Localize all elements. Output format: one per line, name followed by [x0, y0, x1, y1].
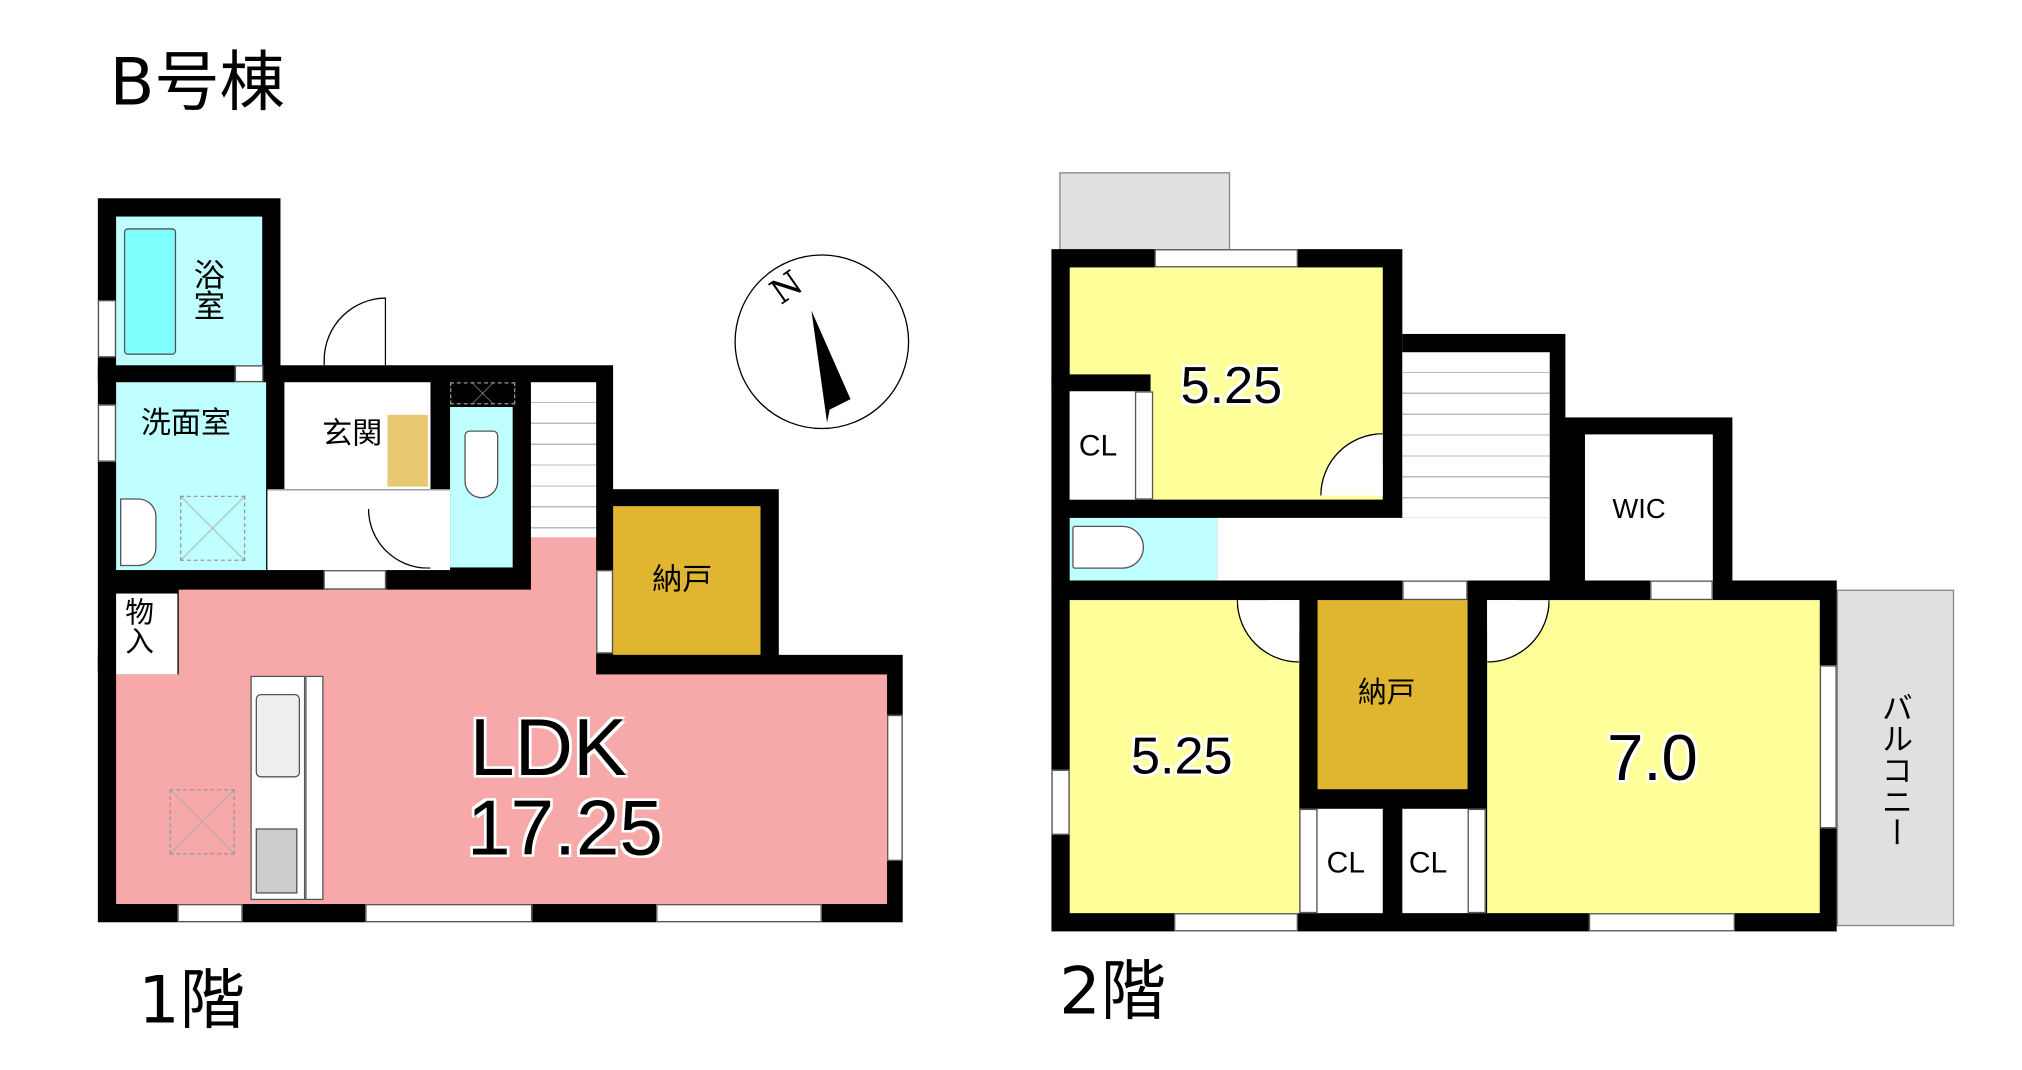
label-bedroom-top-size: 5.25: [1180, 357, 1283, 415]
building-title: B号棟: [109, 44, 285, 121]
sink-icon: [255, 693, 301, 778]
label-bath: 浴室: [187, 258, 225, 321]
label-closet-a: CL: [1326, 845, 1366, 880]
hallway: [1217, 517, 1550, 581]
shoe-cabinet: [387, 414, 428, 487]
vent: [450, 382, 516, 405]
balcony-top: [1059, 172, 1231, 251]
bedroom-right: [1487, 600, 1820, 914]
label-wic: WIC: [1612, 494, 1666, 525]
label-closet-b: CL: [1408, 845, 1448, 880]
storage-room: [613, 506, 761, 655]
door[interactable]: [1402, 580, 1468, 601]
window: [887, 714, 903, 861]
window: [1051, 769, 1070, 835]
kitchen-wall: [305, 675, 324, 901]
window: [97, 300, 117, 358]
storage-room: [1317, 600, 1468, 790]
label-storage: 納戸: [652, 563, 713, 598]
washer-space: [180, 495, 246, 561]
window: [1588, 913, 1735, 932]
label-bedroom-right-size: 7.0: [1607, 721, 1698, 795]
window: [97, 404, 117, 462]
label-bedroom-left-size: 5.25: [1131, 727, 1233, 786]
toilet-icon: [1072, 525, 1145, 569]
window: [365, 904, 533, 923]
label-ldk-size: 17.25: [467, 784, 663, 872]
window: [177, 904, 243, 923]
compass: N: [734, 254, 910, 430]
ldk-room: [178, 589, 597, 676]
floor1-label: 1階: [138, 962, 246, 1039]
label-washroom: 洗面室: [140, 407, 231, 441]
label-closet-top: CL: [1078, 427, 1118, 462]
closet: [116, 593, 178, 675]
door[interactable]: [323, 570, 387, 590]
toilet-icon: [464, 430, 499, 499]
wash-basin: [120, 498, 157, 567]
window: [1819, 665, 1837, 829]
window: [1154, 249, 1298, 268]
compass-arrow-icon: [811, 310, 851, 423]
wall: [1051, 374, 1151, 392]
front-door[interactable]: [323, 297, 387, 366]
balcony-right: [1836, 589, 1955, 927]
closet-a: [1317, 808, 1383, 914]
label-closet: 物入: [120, 597, 153, 655]
closet-door[interactable]: [1134, 391, 1154, 500]
window: [1174, 913, 1298, 932]
ldk-room: [530, 537, 597, 591]
stove-icon: [255, 828, 298, 894]
closet-door[interactable]: [1299, 808, 1318, 914]
ldk-room: [116, 674, 888, 905]
window: [656, 904, 822, 923]
door[interactable]: [1650, 580, 1713, 601]
fridge-space: [169, 789, 235, 855]
bathtub: [123, 228, 177, 355]
bedroom-left: [1069, 600, 1300, 914]
label-entrance: 玄関: [322, 417, 383, 452]
closet-door[interactable]: [1467, 808, 1486, 914]
door[interactable]: [234, 365, 264, 383]
stairs: [1402, 352, 1550, 518]
closet-b: [1402, 808, 1468, 914]
walk-in-closet: [1584, 434, 1713, 581]
label-storage-2f: 納戸: [1357, 677, 1416, 710]
stairs: [530, 382, 597, 538]
label-balcony: バルコニー: [1875, 691, 1913, 848]
floor2-label: 2階: [1059, 953, 1166, 1030]
storage-door[interactable]: [596, 570, 614, 654]
closet-top: [1069, 391, 1135, 500]
label-ldk: LDK: [469, 703, 627, 794]
